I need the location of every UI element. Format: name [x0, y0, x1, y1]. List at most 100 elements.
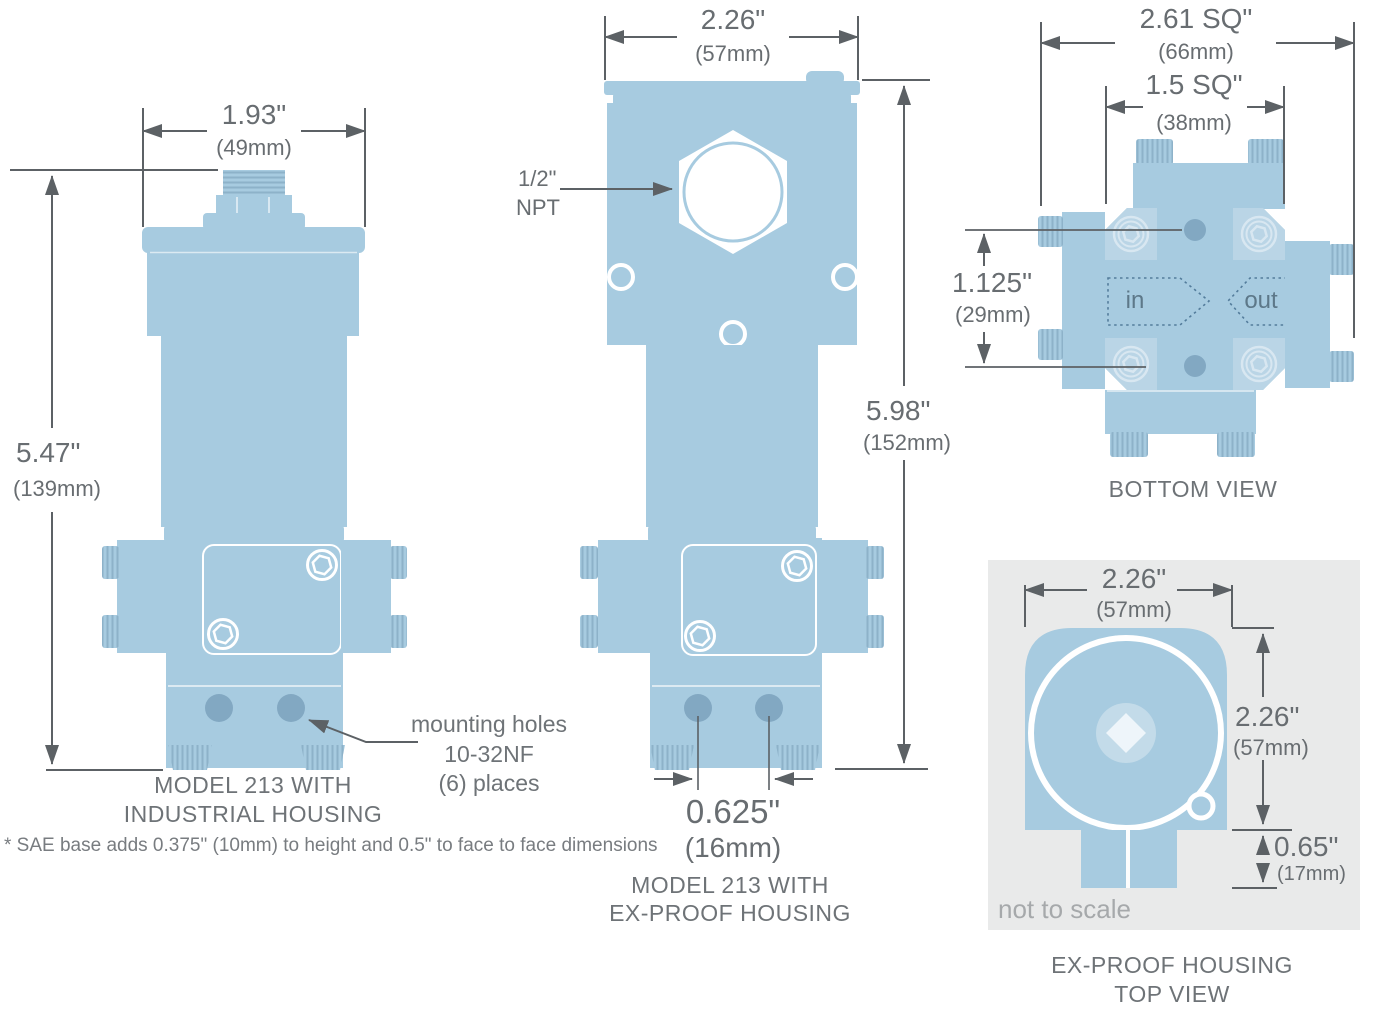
- bottom-view-caption: BOTTOM VIEW: [1108, 476, 1278, 502]
- base-block-top: [1133, 163, 1285, 209]
- knurled-foot: [1110, 432, 1148, 457]
- industrial-height-inches: 5.47": [16, 437, 81, 468]
- industrial-width-inches: 1.93": [221, 99, 287, 130]
- port-plug: [1329, 351, 1354, 382]
- cover-screw: [607, 263, 635, 291]
- industrial-caption-line2: INDUSTRIAL HOUSING: [123, 801, 383, 827]
- bottom-view-drawing: [1038, 139, 1354, 457]
- port-out-label: out: [1244, 287, 1278, 314]
- industrial-dimensions: [10, 108, 418, 771]
- knurled-foot: [301, 745, 345, 770]
- topview-caption-line1: EX-PROOF HOUSING: [1051, 952, 1293, 978]
- topview-height-inches: 2.26": [1235, 701, 1300, 732]
- valve-body: [650, 538, 822, 768]
- corner-pad: [1233, 338, 1285, 390]
- bottomview-inner-inches: 1.5 SQ": [1145, 69, 1243, 100]
- exproof-housing-drawing: [580, 71, 884, 770]
- not-to-scale-note: not to scale: [998, 894, 1131, 924]
- housing-cylinder: [646, 345, 818, 527]
- port-block-left: [117, 540, 167, 653]
- exproof-dimensions: [560, 16, 930, 790]
- bottomview-inner-mm: (38mm): [1156, 110, 1232, 135]
- knurled-foot: [1136, 139, 1173, 165]
- mounting-holes-note-line1: mounting holes: [411, 711, 567, 737]
- port-block-left: [1062, 212, 1105, 389]
- industrial-housing-drawing: [102, 170, 407, 770]
- bottomview-holes-mm: (29mm): [955, 302, 1031, 327]
- mounting-holes-note-line3: (6) places: [438, 770, 540, 796]
- in-flow-arrow: [1107, 277, 1211, 326]
- topview-width-mm: (57mm): [1096, 597, 1172, 622]
- exproof-top-dimensions: [1024, 583, 1292, 889]
- base-block-bottom: [1105, 390, 1256, 434]
- topview-base-inches: 0.65": [1274, 831, 1339, 862]
- port-plug: [102, 546, 119, 579]
- port-plug: [580, 546, 598, 579]
- port-plug: [1038, 329, 1063, 360]
- exproof-width-inches: 2.26": [700, 4, 766, 35]
- mounting-hole: [1184, 355, 1206, 377]
- port-plug: [866, 546, 884, 579]
- knurled-foot: [168, 745, 212, 770]
- port-plug: [390, 546, 407, 579]
- port-plug: [390, 615, 407, 648]
- topview-height-mm: (57mm): [1233, 735, 1309, 760]
- corner-pad: [1105, 208, 1157, 260]
- topview-caption-line2: TOP VIEW: [1114, 981, 1230, 1007]
- mounting-hole: [277, 694, 305, 722]
- topview-base-mm: (17mm): [1277, 863, 1346, 885]
- hex-nut: [216, 195, 292, 215]
- body-panel-outline: [681, 544, 817, 656]
- port-block-right: [820, 540, 868, 653]
- exproof-top-view-drawing: [988, 560, 1360, 930]
- conduit-connector: [223, 170, 285, 197]
- bottomview-outer-inches: 2.61 SQ": [1139, 3, 1253, 34]
- exproof-caption-line2: EX-PROOF HOUSING: [609, 900, 851, 926]
- corner-pad: [1233, 208, 1285, 260]
- upper-housing: [147, 251, 359, 336]
- knurled-foot: [1217, 432, 1255, 457]
- bottom-view-dimensions: [965, 22, 1355, 368]
- npt-opening: [682, 141, 784, 243]
- housing-cylinder: [161, 336, 347, 527]
- hole-spacing-mm: (16mm): [684, 832, 782, 863]
- port-plug: [1038, 216, 1063, 247]
- industrial-width-mm: (49mm): [216, 135, 292, 160]
- port-plug: [866, 615, 884, 648]
- port-block-right: [341, 540, 391, 653]
- lid-lip: [613, 93, 851, 106]
- mounting-hole: [684, 694, 712, 722]
- bottomview-holes-inches: 1.125": [952, 267, 1033, 298]
- knurled-foot: [776, 745, 820, 770]
- mounting-holes-leader: [308, 719, 418, 743]
- square-drive: [1106, 713, 1146, 753]
- npt-label-line2: NPT: [516, 195, 560, 220]
- flange: [203, 213, 305, 230]
- port-block-left: [598, 540, 650, 653]
- topview-width-inches: 2.26": [1101, 563, 1167, 594]
- corner-pad: [1105, 338, 1157, 390]
- exproof-width-mm: (57mm): [695, 41, 771, 66]
- port-plug: [102, 615, 119, 648]
- mounting-hole: [755, 694, 783, 722]
- housing-cap: [142, 227, 365, 253]
- port-plug: [580, 615, 598, 648]
- bottomview-outer-mm: (66mm): [1158, 39, 1234, 64]
- out-flow-arrow: [1226, 277, 1287, 326]
- port-in-label: in: [1125, 287, 1145, 314]
- lid: [604, 81, 860, 95]
- npt-label-line1: 1/2": [518, 166, 557, 191]
- hole-spacing-inches: 0.625": [685, 793, 781, 830]
- industrial-caption-line1: MODEL 213 WITH: [154, 772, 352, 798]
- knurled-foot: [650, 745, 694, 770]
- set-screw: [1186, 791, 1216, 821]
- mounting-hole: [205, 694, 233, 722]
- cover-screw: [831, 263, 859, 291]
- exproof-height-inches: 5.98": [866, 395, 931, 426]
- industrial-height-mm: (139mm): [13, 476, 102, 501]
- knurled-foot: [1248, 139, 1284, 165]
- port-plug: [1329, 244, 1354, 275]
- exproof-caption-line1: MODEL 213 WITH: [631, 872, 829, 898]
